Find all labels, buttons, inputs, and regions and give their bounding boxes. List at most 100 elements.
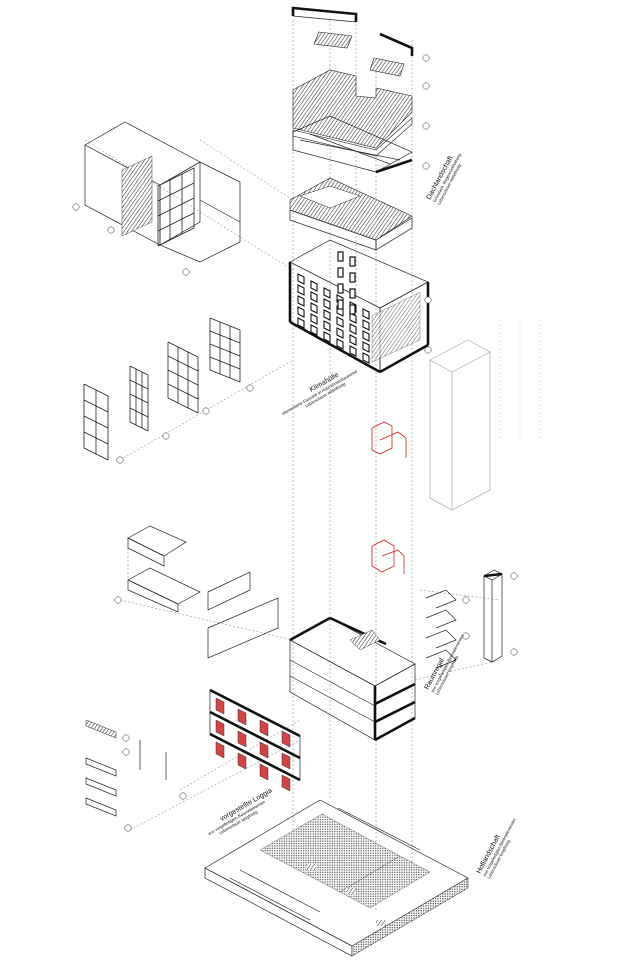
envelope-window — [323, 287, 331, 299]
envelope-window — [323, 298, 331, 310]
envelope-window — [323, 331, 331, 343]
facade-grid-line — [167, 397, 199, 414]
envelope-window — [349, 288, 356, 299]
envelope-window — [297, 317, 305, 329]
envelope-window — [297, 295, 305, 307]
loggia-red-panel — [237, 708, 247, 726]
ghost-structure — [429, 320, 541, 511]
loggia-red-panel — [281, 774, 291, 792]
envelope-window — [310, 302, 318, 314]
envelope-window — [310, 291, 318, 303]
envelope-window — [349, 304, 356, 315]
loggia-facade — [209, 688, 301, 782]
envelope-window — [337, 251, 344, 262]
stair-module — [127, 525, 201, 613]
wall-panels-mid — [207, 571, 279, 659]
facade-box-frame — [84, 121, 241, 263]
raumregal-structure — [289, 616, 416, 742]
hoflandschaft-line1: aus vorgefertigten Betonelementen — [482, 817, 517, 877]
loggia-red-panel — [259, 719, 269, 737]
projection-lines — [84, 20, 501, 912]
facade-grid-line — [129, 365, 149, 376]
facade-grid-line — [167, 383, 199, 400]
envelope-window — [362, 308, 370, 320]
loggia-red-panel — [259, 741, 269, 759]
facade-grid-line — [209, 330, 241, 344]
facade-grid-line — [129, 393, 149, 404]
envelope-window — [349, 312, 357, 324]
roof-slab-outline — [292, 115, 413, 174]
facade-grid-line — [157, 212, 195, 232]
envelope-window — [323, 309, 331, 321]
envelope-window — [336, 316, 344, 328]
column-tower — [483, 569, 503, 663]
facade-grid-line — [157, 167, 195, 187]
facade-grid-line — [129, 407, 149, 418]
roof-greenery-layer — [292, 69, 413, 157]
raumregal-line1: aus vorgefertigten Betonelementen — [430, 633, 465, 693]
facade-grid-line — [209, 317, 241, 331]
envelope-window — [362, 319, 370, 331]
facade-grid-line — [209, 369, 241, 383]
label-hoflandschaft: Hoflandschaft aus vorgefertigten Betonel… — [476, 817, 518, 880]
loggia-red-panel — [259, 763, 269, 781]
envelope-window — [362, 330, 370, 342]
building-envelope — [288, 239, 430, 374]
envelope-window — [297, 284, 305, 296]
loggia-red-panel — [215, 741, 225, 759]
courtyard-landscape — [204, 799, 469, 957]
label-raumregal: Raumregal aus vorgefertigten Betonelemen… — [424, 633, 466, 696]
envelope-window — [336, 338, 344, 350]
loggia-red-panels — [215, 697, 291, 792]
loggia-red-panel — [281, 752, 291, 770]
facade-grid-line — [83, 383, 109, 397]
loggia-red-panel — [281, 730, 291, 748]
envelope-window — [310, 280, 318, 292]
red-connection-details — [371, 421, 407, 574]
label-loggia: vorgestellte Loggia aus vorgefertigten B… — [207, 787, 274, 836]
facade-grid-line — [157, 197, 195, 217]
facade-grid-line — [157, 182, 195, 202]
label-dachlandschaft: Dachlandschaft Gründach, Regenrückhaltun… — [426, 152, 463, 206]
envelope-window — [362, 352, 370, 364]
facade-grid-line — [129, 421, 149, 432]
envelope-window — [349, 334, 357, 346]
facade-grid-line — [83, 431, 109, 445]
facade-grid-line — [83, 415, 109, 429]
callouts — [72, 54, 518, 832]
envelope-window — [337, 299, 344, 310]
envelope-window — [349, 323, 357, 335]
facade-grid-line — [167, 355, 199, 372]
loggia-line1: aus vorgefertigten Betonelementen — [207, 799, 267, 836]
envelope-window — [297, 273, 305, 285]
facade-grid-line — [129, 379, 149, 390]
loggia-shelf-elements — [85, 719, 167, 817]
envelope-window — [349, 256, 356, 267]
envelope-window — [349, 272, 356, 283]
facade-grid-line — [167, 341, 199, 358]
facade-grid-line — [209, 356, 241, 370]
facade-grid-line — [209, 343, 241, 357]
envelope-window — [323, 320, 331, 332]
label-klimahuelle: Klimahülle elementierte Fassade in Holzr… — [281, 368, 359, 416]
envelope-window — [310, 324, 318, 336]
envelope-window — [349, 345, 357, 357]
envelope-windows — [297, 251, 370, 364]
facade-grid-line — [167, 369, 199, 386]
envelope-window — [337, 283, 344, 294]
facade-grid-line — [83, 399, 109, 413]
facade-grid-line — [157, 227, 195, 247]
klimahuelle-line1: elementierte Fassade in Holzrahmenbauwei… — [281, 368, 359, 416]
envelope-window — [336, 327, 344, 339]
stair-flights-right — [425, 589, 457, 669]
envelope-window — [337, 267, 344, 278]
loggia-red-panel — [237, 752, 247, 770]
envelope-window — [362, 341, 370, 353]
facade-grid-line — [83, 447, 109, 461]
roof-landscape — [289, 177, 413, 251]
envelope-window — [297, 306, 305, 318]
loggia-red-panel — [215, 697, 225, 715]
roof-parapet-elements — [291, 6, 414, 77]
loggia-red-panel — [215, 719, 225, 737]
